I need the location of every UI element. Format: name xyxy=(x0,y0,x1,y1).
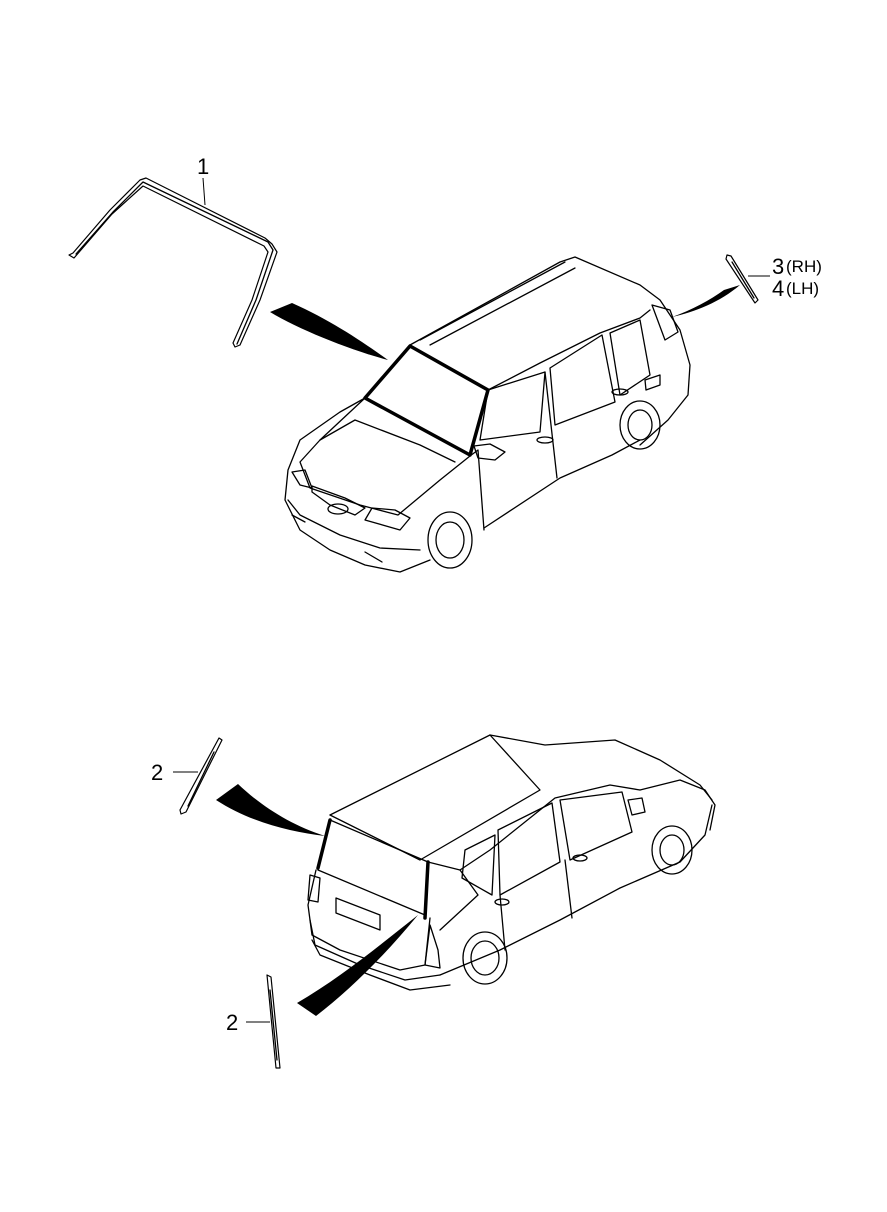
callout-side-rh: (RH) xyxy=(786,257,822,276)
callout-label-2-upper: 2 xyxy=(151,760,163,785)
vehicle-front-view xyxy=(284,256,691,573)
arrow-to-rear-window-upper xyxy=(216,784,325,836)
quarter-glass-molding-part xyxy=(725,254,759,304)
arrow-to-windshield xyxy=(270,303,388,360)
arrow-to-quarter-glass xyxy=(672,285,740,317)
callout-label-3: 3 xyxy=(772,254,784,279)
rear-window-molding-upper-part xyxy=(179,737,223,815)
callout-side-lh: (LH) xyxy=(786,279,819,298)
callout-label-1: 1 xyxy=(197,154,209,179)
leader-line-1 xyxy=(202,177,206,206)
windshield-molding-part xyxy=(68,177,278,348)
callout-label-2-lower: 2 xyxy=(226,1010,238,1035)
callout-label-4: 4 xyxy=(772,276,784,301)
arrow-to-rear-window-lower xyxy=(297,915,418,1016)
vehicle-rear-view xyxy=(307,734,716,991)
rear-window-molding-lower-part xyxy=(266,974,281,1069)
